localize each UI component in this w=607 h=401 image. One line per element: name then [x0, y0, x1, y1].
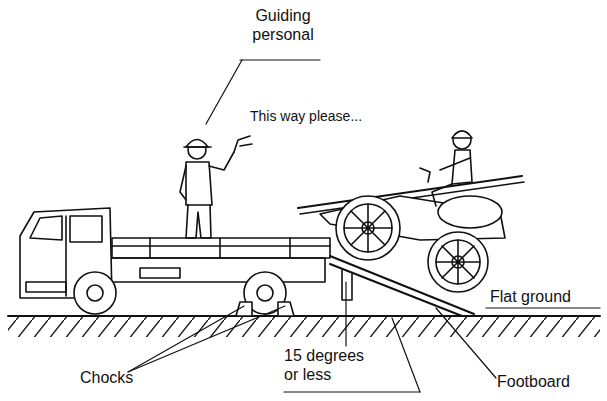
leader-lines [128, 60, 600, 392]
speech-text: This way please... [250, 108, 400, 125]
angle-label: 15 degrees or less [284, 346, 380, 384]
ground [8, 316, 600, 337]
part-label: Chocks [80, 368, 160, 387]
truck [20, 208, 330, 314]
sprayer-vehicle [298, 131, 524, 292]
part-label: Flat ground [490, 287, 600, 306]
guiding-person [180, 136, 252, 238]
part-label: Footboard [497, 372, 597, 391]
callout-label: Guiding personal [246, 6, 320, 44]
